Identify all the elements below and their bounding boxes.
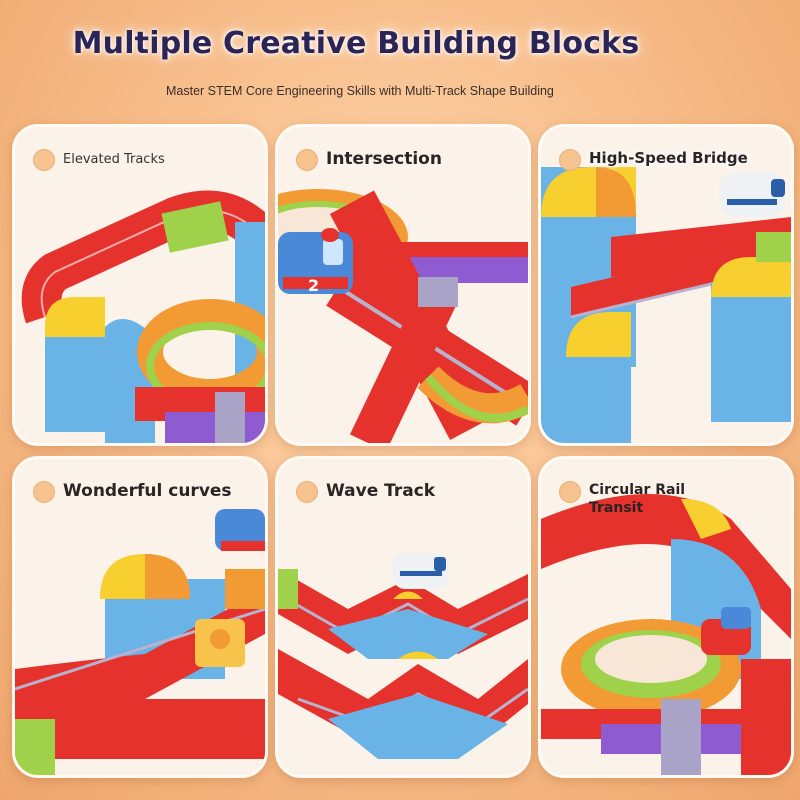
panel-circular-rail-transit: Circular Rail Transit (538, 456, 794, 778)
circular-rail-transit-image (541, 459, 791, 775)
panel-elevated-tracks: Elevated Tracks (12, 124, 268, 446)
bullet-dot (559, 149, 581, 171)
panel-intersection: 2 Intersection (275, 124, 531, 446)
panel-label: High-Speed Bridge (589, 149, 748, 167)
page-title: Multiple Creative Building Blocks (72, 26, 640, 61)
intersection-image: 2 (278, 127, 528, 443)
panel-high-speed-bridge: High-Speed Bridge (538, 124, 794, 446)
panel-wave-track: Wave Track (275, 456, 531, 778)
label-row: Circular Rail Transit (559, 481, 729, 517)
bullet-dot (33, 149, 55, 171)
high-speed-bridge-image (541, 127, 791, 443)
elevated-tracks-image (15, 127, 265, 443)
panel-label: Intersection (326, 149, 442, 169)
label-row: Elevated Tracks (33, 149, 165, 171)
panel-wonderful-curves: Wonderful curves (12, 456, 268, 778)
bullet-dot (296, 481, 318, 503)
panel-label: Wave Track (326, 481, 436, 501)
train-number: 2 (308, 276, 319, 295)
panel-label: Wonderful curves (63, 481, 232, 501)
bullet-dot (559, 481, 581, 503)
label-row: Wonderful curves (33, 481, 232, 503)
wave-track-image (278, 459, 528, 775)
panel-label: Elevated Tracks (63, 152, 165, 167)
label-row: Wave Track (296, 481, 435, 503)
bullet-dot (33, 481, 55, 503)
panel-label: Circular Rail Transit (589, 482, 686, 516)
page-subtitle: Master STEM Core Engineering Skills with… (166, 84, 554, 98)
wonderful-curves-image (15, 459, 265, 775)
label-row: High-Speed Bridge (559, 149, 748, 171)
bullet-dot (296, 149, 318, 171)
label-row: Intersection (296, 149, 442, 171)
